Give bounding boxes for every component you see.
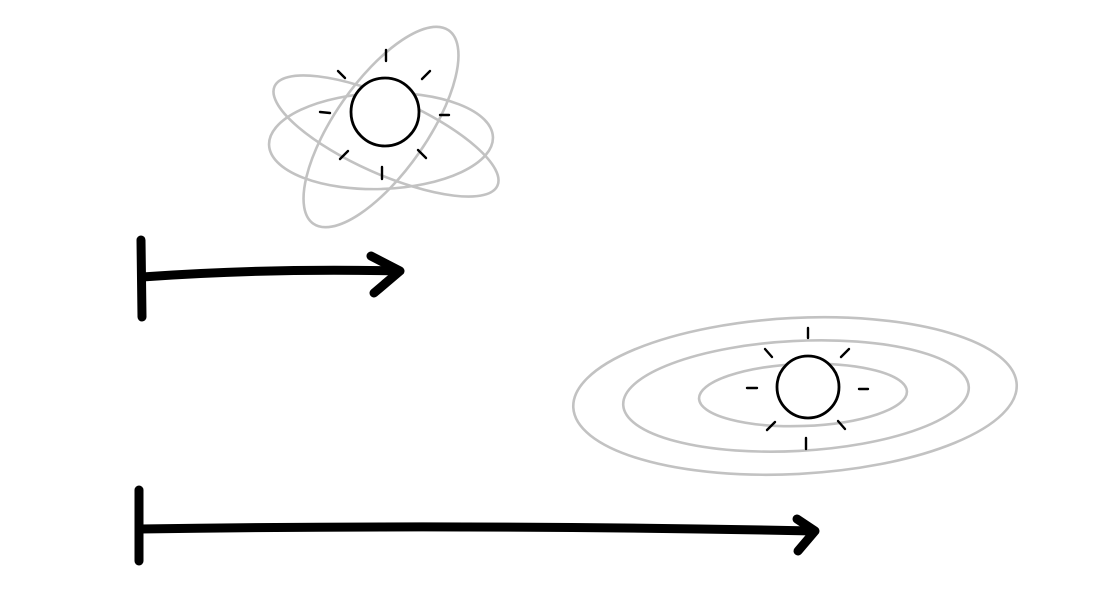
top-arrow-head [366,251,405,298]
top-star-ray [416,148,428,160]
bottom-arrow [134,485,820,566]
bottom-arrow-head [792,514,820,556]
bottom-arrow-shaft [135,522,819,536]
bottom-orbit-middle [621,339,971,453]
top-arrow [136,235,405,322]
bottom-star-ray [765,420,777,432]
top-star-ray [318,110,332,115]
top-star [318,48,451,181]
bottom-star-rays [745,326,870,451]
top-orbit-tilted-up [302,25,460,229]
top-star-ray [338,149,350,161]
top-star-core [349,76,421,148]
bottom-star [745,326,870,451]
bottom-star-system [571,315,1019,477]
top-star-ray [336,69,347,80]
top-star-system [267,25,500,229]
bottom-star-ray [839,347,851,359]
bottom-star-ray [763,347,774,359]
bottom-orbit-outer [571,315,1019,477]
top-arrow-shaft [137,265,403,282]
top-star-ray [420,69,432,81]
bottom-star-core [775,354,841,420]
top-star-rays [318,48,451,181]
bottom-star-ray [836,419,847,431]
